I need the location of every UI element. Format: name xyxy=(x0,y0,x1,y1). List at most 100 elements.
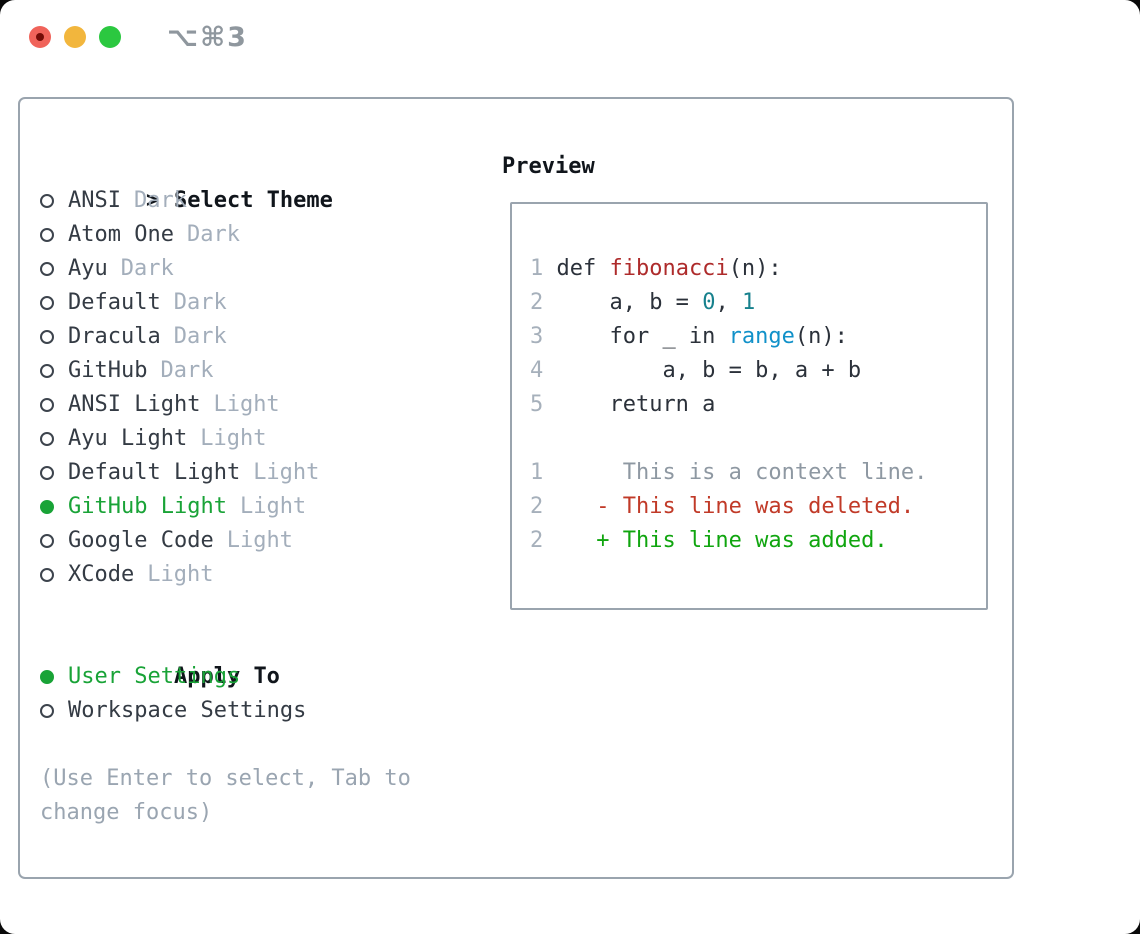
apply-option-label: Workspace Settings xyxy=(68,698,307,723)
code-line: 5 return a xyxy=(530,388,986,422)
code-token: (n): xyxy=(794,324,848,349)
diff-deleted-line: 2 - This line was deleted. xyxy=(530,490,986,524)
theme-variant-badge: Dark xyxy=(120,256,174,281)
line-number: 3 xyxy=(530,324,544,349)
radio-selected-icon xyxy=(40,500,54,514)
theme-name: Google Code xyxy=(68,528,214,553)
hint-line-2: change focus) xyxy=(40,800,213,825)
theme-name: Default Light xyxy=(68,460,241,485)
theme-variant-badge: Light xyxy=(239,494,307,519)
radio-icon xyxy=(40,228,54,242)
select-theme-header: > Select Theme xyxy=(40,150,480,213)
window-shortcut-label: ⌥⌘3 xyxy=(167,22,248,53)
apply-option-workspace-settings[interactable]: Workspace Settings xyxy=(40,694,480,728)
radio-icon xyxy=(40,262,54,276)
theme-name: GitHub Light xyxy=(68,494,227,519)
apply-to-title: Apply To xyxy=(173,664,280,689)
hint-line-1: (Use Enter to select, Tab to xyxy=(40,766,411,791)
theme-item-xcode[interactable]: XCode Light xyxy=(40,558,480,592)
radio-icon xyxy=(40,432,54,446)
radio-icon xyxy=(40,534,54,548)
theme-item-default-light[interactable]: Default Light Light xyxy=(40,456,480,490)
code-token: - This line was deleted. xyxy=(543,494,915,519)
radio-icon xyxy=(40,704,54,718)
theme-item-google-code[interactable]: Google Code Light xyxy=(40,524,480,558)
radio-icon xyxy=(40,194,54,208)
code-token: 0 xyxy=(702,290,716,315)
theme-variant-badge: Light xyxy=(147,562,214,587)
select-theme-title: Select Theme xyxy=(173,188,333,213)
code-token: 1 xyxy=(741,290,756,315)
code-token: range xyxy=(728,324,795,349)
theme-item-dracula[interactable]: Dracula Dark xyxy=(40,320,480,354)
preview-title: Preview xyxy=(502,154,595,179)
line-number: 2 xyxy=(530,290,544,315)
code-line: 2 a, b = 0, 1 xyxy=(530,286,986,320)
theme-variant-badge: Dark xyxy=(173,324,227,349)
theme-variant-badge: Dark xyxy=(160,358,214,383)
apply-option-label: User Settings xyxy=(68,664,241,689)
theme-name: Dracula xyxy=(68,324,161,349)
code-token: + This line was added. xyxy=(543,528,888,553)
code-token: return a xyxy=(543,392,716,417)
theme-item-github[interactable]: GitHub Dark xyxy=(40,354,480,388)
line-number: 1 xyxy=(530,460,544,485)
theme-name: XCode xyxy=(68,562,135,587)
theme-item-ayu-light[interactable]: Ayu Light Light xyxy=(40,422,480,456)
code-token: This is a context line. xyxy=(543,460,928,485)
radio-icon xyxy=(40,568,54,582)
spacer xyxy=(40,592,480,626)
code-token: fibonacci xyxy=(609,256,729,281)
apply-option-user-settings[interactable]: User Settings xyxy=(40,660,480,694)
theme-item-atom-one[interactable]: Atom One Dark xyxy=(40,218,480,252)
code-token: a, b = b, a + b xyxy=(543,358,862,383)
theme-variant-badge: Light xyxy=(226,528,293,553)
theme-item-github-light[interactable]: GitHub Light Light xyxy=(40,490,480,524)
blank-line xyxy=(530,422,986,456)
theme-variant-badge: Light xyxy=(200,426,267,451)
radio-icon xyxy=(40,466,54,480)
diff-context-line: 1 This is a context line. xyxy=(530,456,986,490)
line-number: 5 xyxy=(530,392,544,417)
line-number: 2 xyxy=(530,528,544,553)
radio-icon xyxy=(40,296,54,310)
theme-name: ANSI xyxy=(68,188,121,213)
line-number: 4 xyxy=(530,358,544,383)
theme-variant-badge: Dark xyxy=(186,222,240,247)
spacer xyxy=(40,728,480,762)
theme-name: ANSI Light xyxy=(68,392,201,417)
theme-name: Atom One xyxy=(68,222,174,247)
titlebar: ⌥⌘3 xyxy=(0,0,1140,72)
cursor-icon: > xyxy=(145,188,160,213)
code-token: , xyxy=(715,290,742,315)
radio-selected-icon xyxy=(40,670,54,684)
theme-variant-badge: Dark xyxy=(173,290,227,315)
line-number: 1 xyxy=(530,256,544,281)
theme-name: GitHub xyxy=(68,358,148,383)
theme-name: Ayu Light xyxy=(68,426,188,451)
theme-name: Ayu xyxy=(68,256,108,281)
code-token: (n): xyxy=(728,256,782,281)
theme-item-ayu[interactable]: Ayu Dark xyxy=(40,252,480,286)
radio-icon xyxy=(40,398,54,412)
zoom-button-icon[interactable] xyxy=(99,26,121,48)
preview-section: Preview 1 def fibonacci(n):2 a, b = 0, 1… xyxy=(502,150,1002,610)
close-button-icon[interactable] xyxy=(29,26,51,48)
code-line: 4 a, b = b, a + b xyxy=(530,354,986,388)
apply-to-header: Apply To xyxy=(40,626,480,689)
radio-icon xyxy=(40,330,54,344)
code-token: def xyxy=(543,256,610,281)
minimize-button-icon[interactable] xyxy=(64,26,86,48)
code-token: for _ in xyxy=(543,324,729,349)
code-line: 3 for _ in range(n): xyxy=(530,320,986,354)
theme-variant-badge: Light xyxy=(253,460,320,485)
radio-icon xyxy=(40,364,54,378)
